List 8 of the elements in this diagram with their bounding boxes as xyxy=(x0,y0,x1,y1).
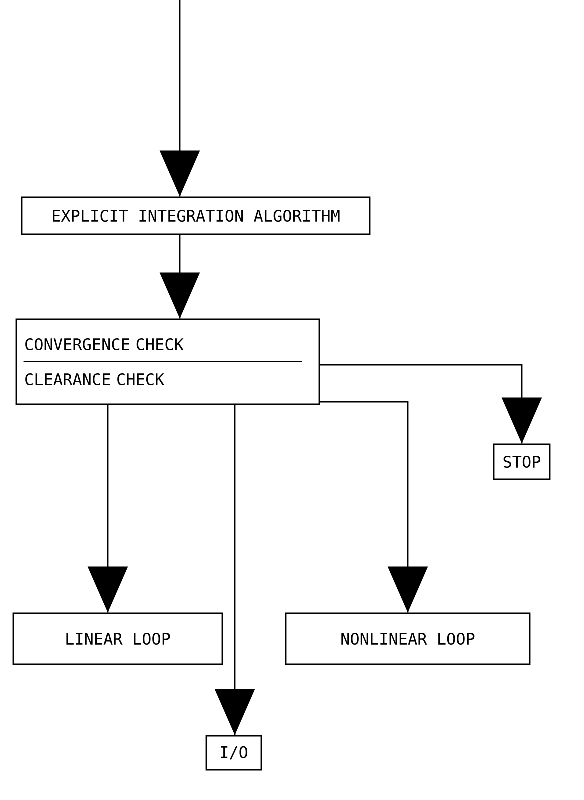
arrow xyxy=(320,364,542,444)
check-box: CONVERGENCE CHECK CLEARANCE CHECK xyxy=(16,318,320,406)
arrow xyxy=(320,401,428,614)
process-box: STOP xyxy=(493,444,551,480)
process-box: I/O xyxy=(206,735,262,771)
process-box: EXPLICIT INTEGRATION ALGORITHM xyxy=(21,196,371,236)
process-box: LINEAR LOOP xyxy=(12,612,224,666)
process-box: NONLINEAR LOOP xyxy=(285,612,531,666)
